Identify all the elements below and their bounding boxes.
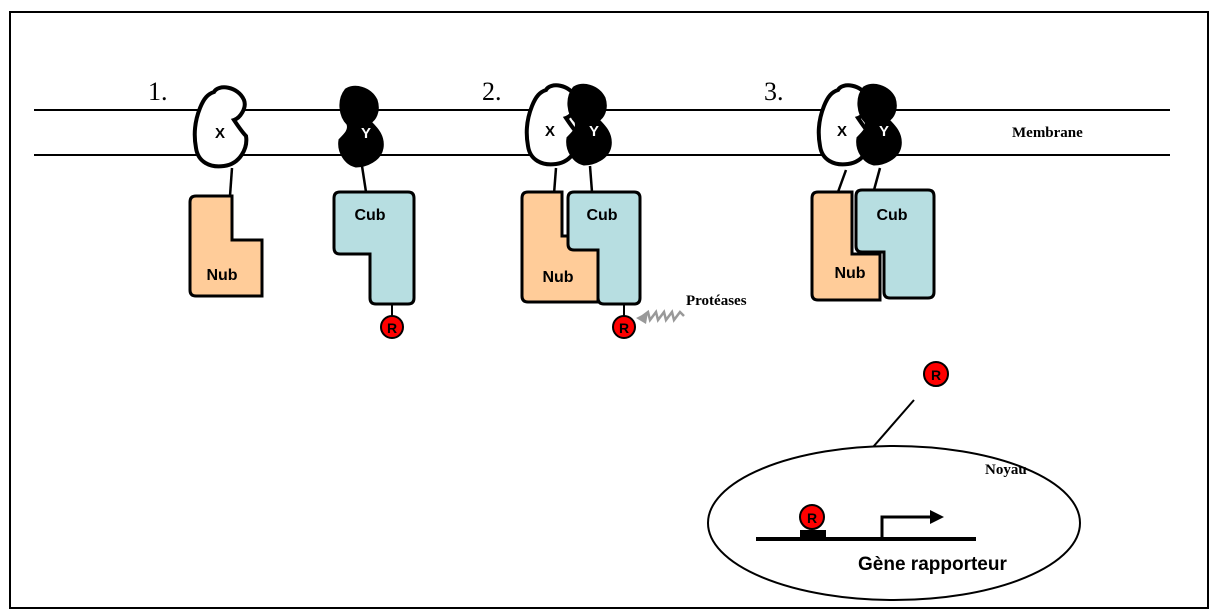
reporter-label: R xyxy=(931,367,941,383)
reporter-2 xyxy=(612,315,636,339)
nub-label: Nub xyxy=(542,269,573,286)
step-1-label: 1. xyxy=(148,77,168,106)
step-2-group: X Y Nub Cub R Protéases xyxy=(520,83,747,339)
nub-domain-3 xyxy=(810,190,882,302)
nub-label: Nub xyxy=(834,265,865,282)
protein-x-label: X xyxy=(215,125,225,142)
reporter-label: R xyxy=(619,320,629,336)
nucleus-label: Noyau xyxy=(985,462,1027,478)
reporter-gene-label: Gène rapporteur xyxy=(858,554,1007,575)
cub-label: Cub xyxy=(354,207,385,224)
nub-domain-2 xyxy=(520,190,600,304)
protein-x-label: X xyxy=(837,123,847,140)
step-1-group: X Nub Y Cub R xyxy=(188,85,416,339)
cub-label: Cub xyxy=(876,207,907,224)
cub-label: Cub xyxy=(586,207,617,224)
membrane-label: Membrane xyxy=(1012,125,1083,141)
transcription-arrow xyxy=(880,515,932,539)
promoter-box xyxy=(800,530,826,539)
protein-y-label: Y xyxy=(589,123,599,140)
bound-reporter xyxy=(799,504,825,530)
reporter-1 xyxy=(380,315,404,339)
cub-domain-1 xyxy=(332,190,416,306)
reporter-label: R xyxy=(387,320,397,336)
nucleus xyxy=(707,445,1081,601)
protease-wave xyxy=(639,309,685,323)
protein-x-2: X xyxy=(524,83,581,167)
protein-y-label: Y xyxy=(361,125,371,142)
reporter-label: R xyxy=(807,510,817,526)
step-3-label: 3. xyxy=(764,77,784,106)
cub-domain-2 xyxy=(566,190,642,306)
protein-x-1: X xyxy=(192,85,249,169)
free-reporter xyxy=(923,361,949,387)
transcription-arrowhead xyxy=(930,510,944,524)
nub-domain-1 xyxy=(188,194,264,298)
protein-y-2: Y xyxy=(566,83,612,166)
protease-arrowhead xyxy=(636,312,648,324)
proteases-label: Protéases xyxy=(686,293,747,309)
cub-domain-3 xyxy=(854,188,936,300)
protein-y-3: Y xyxy=(856,83,902,166)
step-3-group: X Y Nub Cub xyxy=(810,83,936,302)
step-2-label: 2. xyxy=(482,77,502,106)
protein-y-1: Y xyxy=(338,85,384,168)
protein-x-label: X xyxy=(545,123,555,140)
nub-label: Nub xyxy=(206,267,237,284)
protein-y-label: Y xyxy=(879,123,889,140)
protein-x-3: X xyxy=(816,83,873,167)
